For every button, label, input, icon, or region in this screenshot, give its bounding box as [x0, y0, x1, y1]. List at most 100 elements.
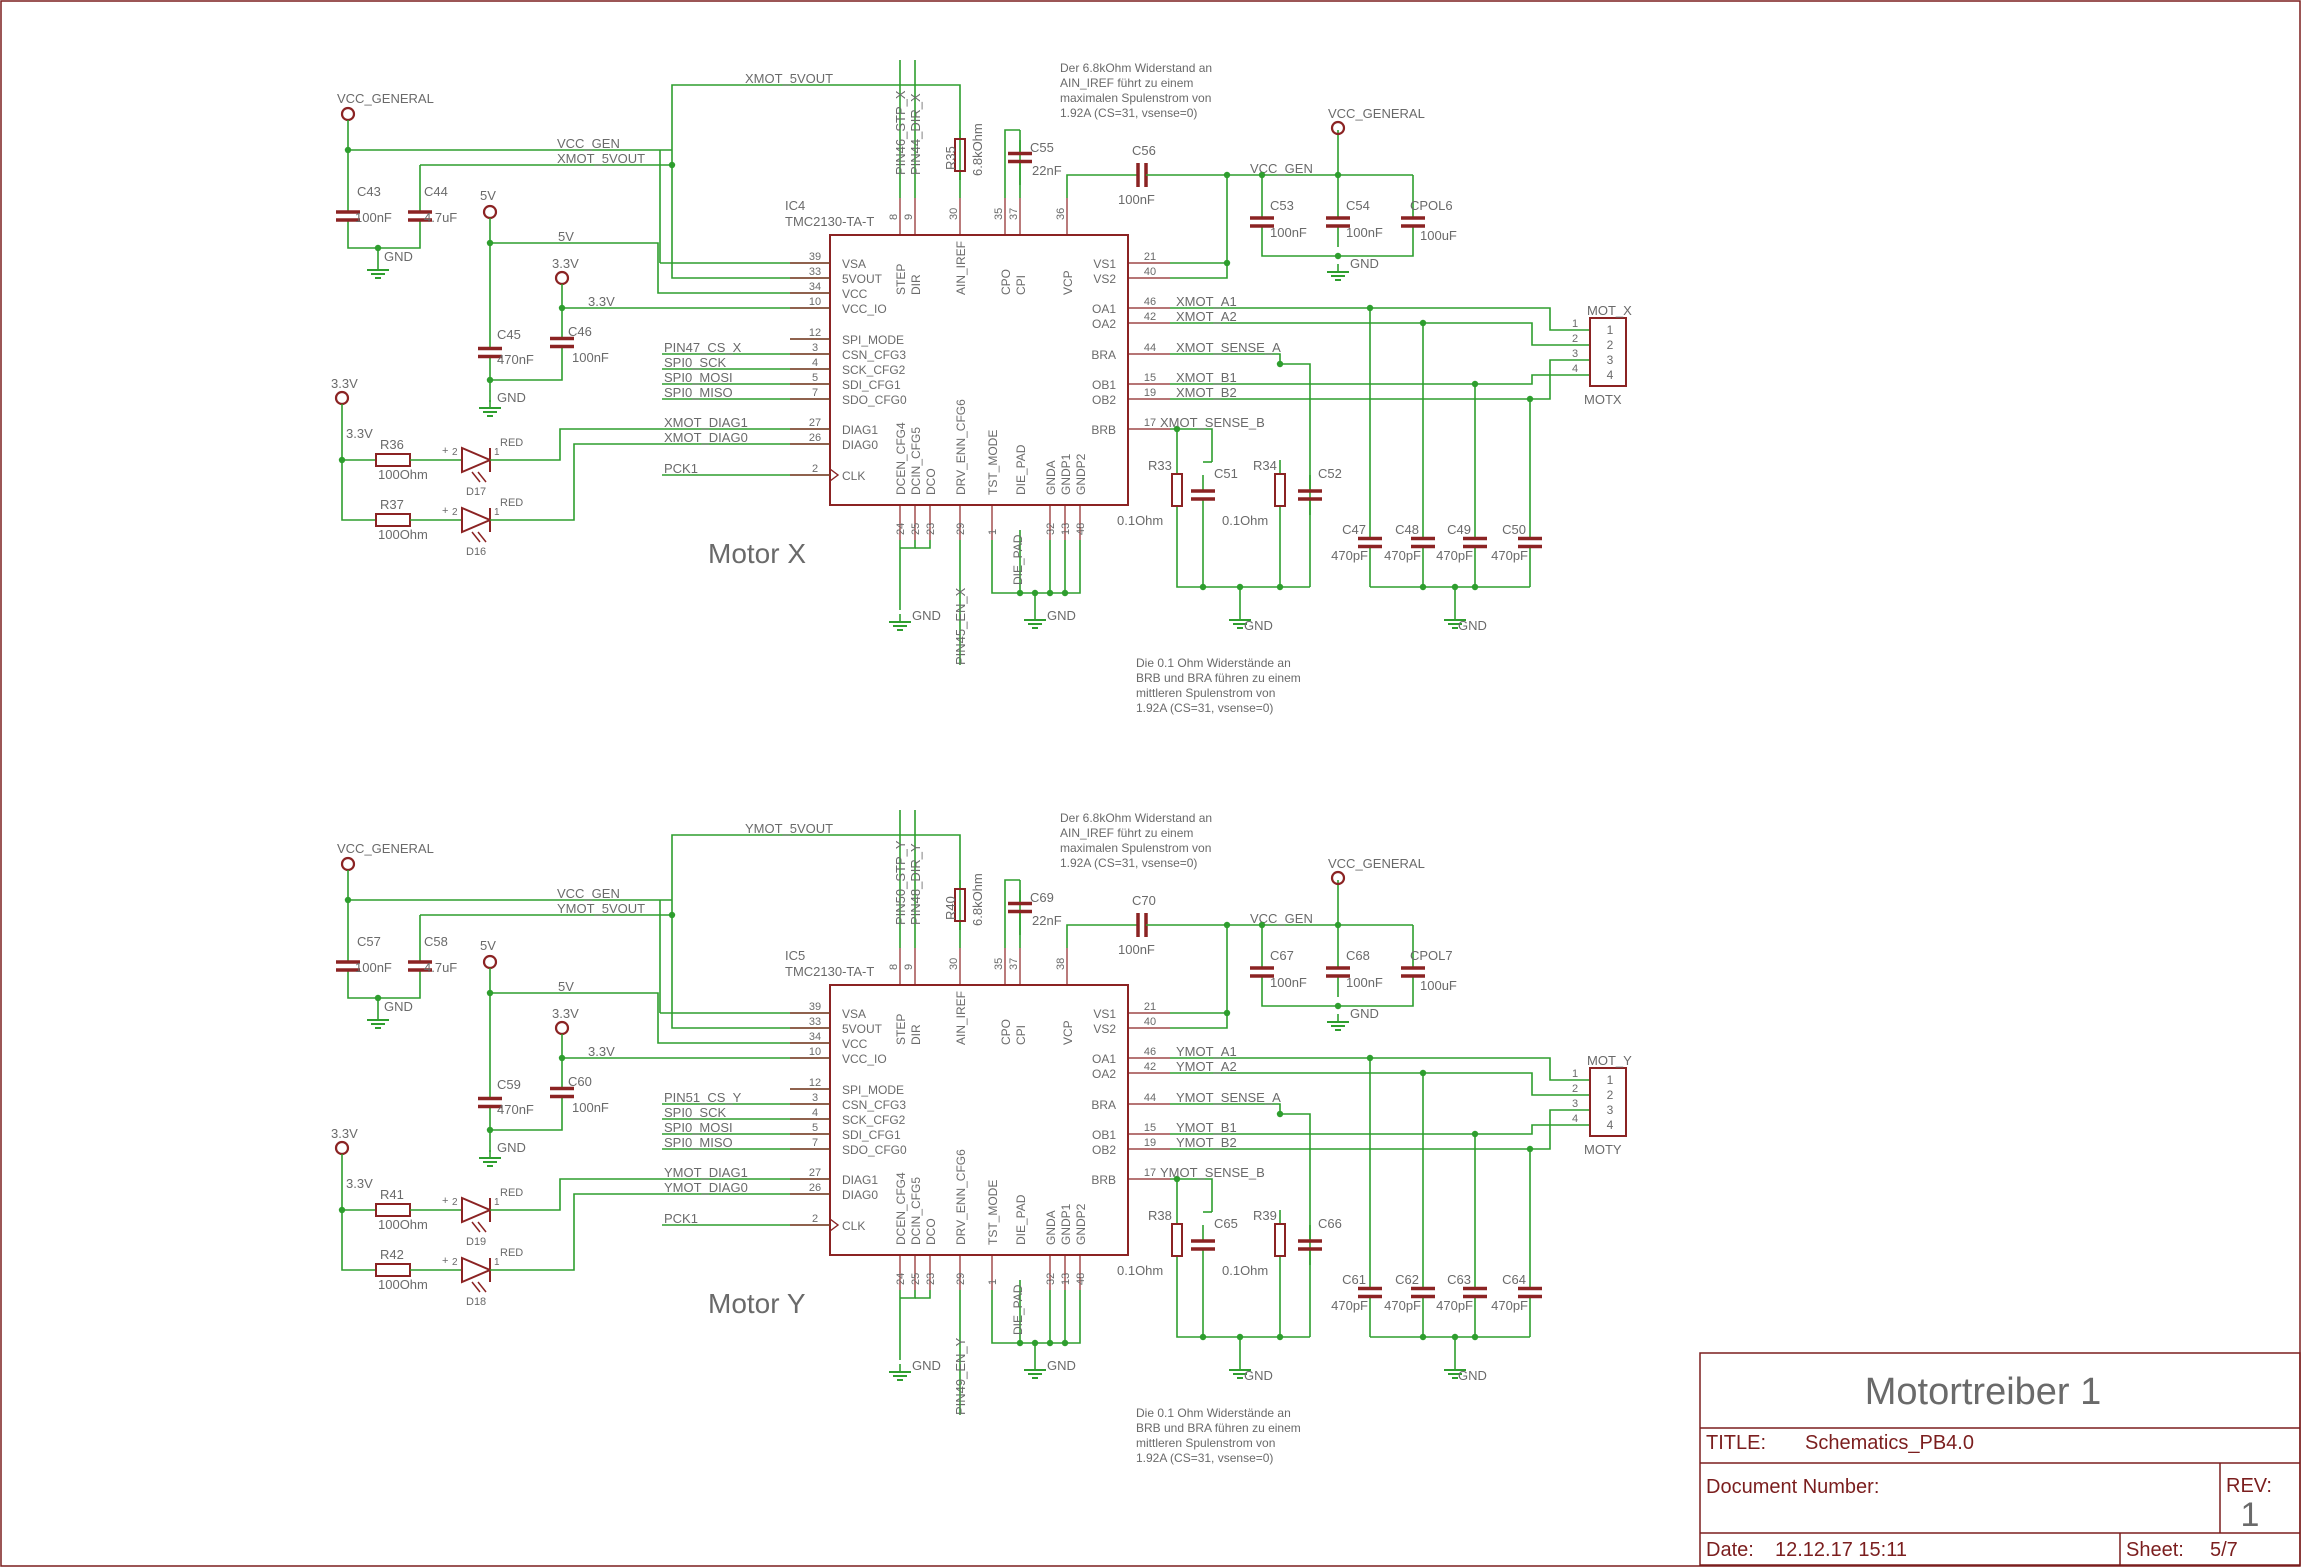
wire: [490, 1178, 790, 1211]
net-label-a1: XMOT_A1: [1176, 294, 1237, 309]
design-note-line: 1.92A (CS=31, vsense=0): [1060, 856, 1197, 870]
wire: [1170, 428, 1178, 460]
junction-dot: [1334, 252, 1342, 260]
5v-capacitor-1-value: 470nF: [497, 352, 534, 367]
design-note-line: Der 6.8kOhm Widerstand an: [1060, 61, 1212, 75]
connector-pin-name: 4: [1607, 368, 1614, 382]
led-resistor-ref: R37: [380, 497, 404, 512]
design-note-line: AIN_IREF führt zu einem: [1060, 826, 1193, 840]
ic-pin-name: CLK: [842, 1219, 865, 1233]
junction-dot: [1334, 921, 1342, 929]
vcc-general-supply-left: [340, 856, 356, 872]
ic-pin-number: 5: [812, 1122, 818, 1134]
polar-capacitor-value: 100uF: [1420, 228, 1457, 243]
net-label-spi: SPI0_MISO: [664, 1135, 733, 1150]
net-label-5v: 5V: [558, 979, 574, 994]
wire: [1170, 359, 1590, 400]
led-3v3-supply: [334, 1140, 350, 1156]
connector-pin-name: 4: [1607, 1118, 1614, 1132]
net-label-sense-a: YMOT_SENSE_A: [1176, 1090, 1281, 1105]
led-pin-2: 2: [452, 1257, 458, 1268]
sheet-label: Sheet:: [2126, 1539, 2184, 1561]
ic-pin-name: SDO_CFG0: [842, 1143, 907, 1157]
ic-pin-name: OB2: [1092, 393, 1116, 407]
ic-pin-number: 15: [1144, 1122, 1156, 1134]
net-label-spi: SPI0_MOSI: [664, 1120, 733, 1135]
led-pin-2: 2: [452, 1197, 458, 1208]
ic-pin-name: VCC_IO: [842, 302, 887, 316]
led-color: RED: [500, 1187, 523, 1199]
wire: [991, 1290, 1081, 1344]
design-note-line: 1.92A (CS=31, vsense=0): [1136, 1451, 1273, 1465]
wire: [347, 985, 421, 999]
ic-pin-number: 9: [903, 964, 915, 970]
ic-pin-name: VS1: [1093, 257, 1116, 271]
ic-pin-number: 40: [1144, 1016, 1156, 1028]
wire: [1170, 1109, 1590, 1150]
sheet-title: Motortreiber 1: [1865, 1371, 2102, 1413]
led-3v3-supply: [334, 390, 350, 406]
ic-pin-name: SPI_MODE: [842, 333, 904, 347]
design-note-line: 1.92A (CS=31, vsense=0): [1136, 701, 1273, 715]
net-label-5vout: YMOT_5VOUT: [745, 821, 833, 836]
led-resistor: [375, 1263, 411, 1277]
ic-pin-name: DIAG1: [842, 1173, 878, 1187]
ic-pin-name: VCC: [842, 287, 868, 301]
sense-capacitor-1-ref: C65: [1214, 1216, 1238, 1231]
iref-resistor-ref: R40: [943, 896, 958, 920]
ic-pin-name: BRB: [1091, 423, 1116, 437]
3v3-label: 3.3V: [552, 1006, 579, 1021]
led-resistor-value: 100Ohm: [378, 1277, 428, 1292]
led-emission-arrow: [471, 471, 481, 483]
led-emission-arrow: [471, 1221, 481, 1233]
wire: [1170, 374, 1590, 385]
ic-pin-name: SDI_CFG1: [842, 1128, 901, 1142]
polar-capacitor-value: 100uF: [1420, 978, 1457, 993]
ic-pin-number: 9: [903, 214, 915, 220]
ic-pin-name: AIN_IREF: [954, 241, 968, 295]
ic-pin-name: STEP: [894, 264, 908, 295]
ic-pin-name: VCC_IO: [842, 1052, 887, 1066]
led-resistor-value: 100Ohm: [378, 1217, 428, 1232]
ic-pin-number: 1: [987, 529, 999, 535]
net-label-spi: PIN47_CS_X: [664, 340, 742, 355]
wire: [490, 1110, 563, 1131]
output-capacitor-ref: C49: [1447, 522, 1471, 537]
ic-pin-name: SCK_CFG2: [842, 1113, 906, 1127]
sheet-value: 5/7: [2210, 1539, 2238, 1561]
input-capacitor-1-value: 100nF: [355, 960, 392, 975]
led-emission-arrow: [477, 1281, 487, 1293]
vcc-general-label: VCC_GENERAL: [1328, 856, 1425, 871]
ic-pin-number: 33: [809, 266, 821, 278]
ic-pin-number: 42: [1144, 1061, 1156, 1073]
wire: [1170, 1072, 1590, 1096]
ic-pin-name: 5VOUT: [842, 272, 883, 286]
5v-supply: [482, 954, 498, 970]
ic-pin-name: DRV_ENN_CFG6: [954, 399, 968, 495]
vcp-capacitor-value: 100nF: [1118, 192, 1155, 207]
ic-pin-name: 5VOUT: [842, 1022, 883, 1036]
input-capacitor-1-value: 100nF: [355, 210, 392, 225]
junction-dot: [1199, 583, 1207, 591]
output-capacitor-ref: C47: [1342, 522, 1366, 537]
cpo-capacitor-ref: C69: [1030, 890, 1054, 905]
ic-pin-number: 19: [1144, 387, 1156, 399]
motor-connector: [1589, 317, 1627, 387]
ground-label: GND: [1350, 1006, 1379, 1021]
net-label-spi: SPI0_MISO: [664, 385, 733, 400]
net-label-diag: XMOT_DIAG0: [664, 430, 748, 445]
input-capacitor-1-ref: C43: [357, 184, 381, 199]
input-capacitor-2-ref: C44: [424, 184, 448, 199]
ic-pin-name: DCEN_CFG4: [894, 422, 908, 495]
revision-value: 1: [2241, 1496, 2260, 1534]
ic-pin-name: SDO_CFG0: [842, 393, 907, 407]
motor-title: Motor Y: [708, 1288, 806, 1319]
net-label-diag: XMOT_DIAG1: [664, 415, 748, 430]
ic-pin-name: SPI_MODE: [842, 1083, 904, 1097]
led-emission-arrow: [477, 1221, 487, 1233]
ic-pin-name: VCP: [1061, 1020, 1075, 1045]
ic-pin-number: 4: [812, 1107, 818, 1119]
iref-resistor-value: 6.8kOhm: [970, 123, 985, 176]
output-capacitor-value: 470pF: [1331, 548, 1368, 563]
ic-pin-name: CPI: [1014, 275, 1028, 295]
